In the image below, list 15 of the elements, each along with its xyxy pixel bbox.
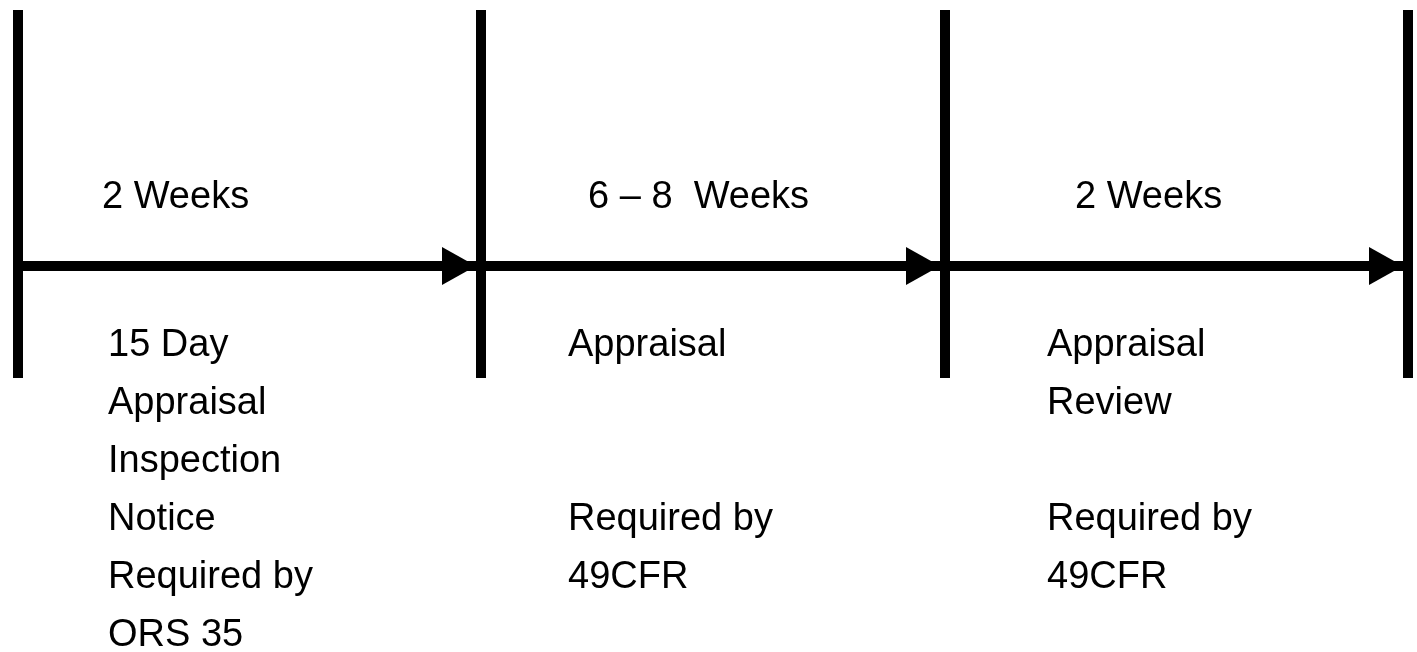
timeline-bar	[940, 10, 950, 378]
edge-label: 6 – 8 Weeks	[588, 176, 810, 214]
arrow	[486, 247, 940, 285]
timeline-bar	[476, 10, 486, 378]
arrow	[23, 247, 476, 285]
timeline-bar	[1403, 10, 1413, 378]
step-description: Required by 49CFR	[568, 495, 774, 598]
step-description: 15 Day Appraisal Inspection Notice Required by ORS 35	[108, 321, 314, 652]
edge-label: 2 Weeks	[1075, 176, 1223, 214]
step-description: Appraisal Review	[1047, 321, 1207, 424]
arrow	[950, 247, 1403, 285]
step-description: Required by 49CFR	[1047, 495, 1253, 598]
timeline-bar	[13, 10, 23, 378]
edge-label: 2 Weeks	[102, 176, 250, 214]
step-description: Appraisal	[568, 321, 728, 366]
